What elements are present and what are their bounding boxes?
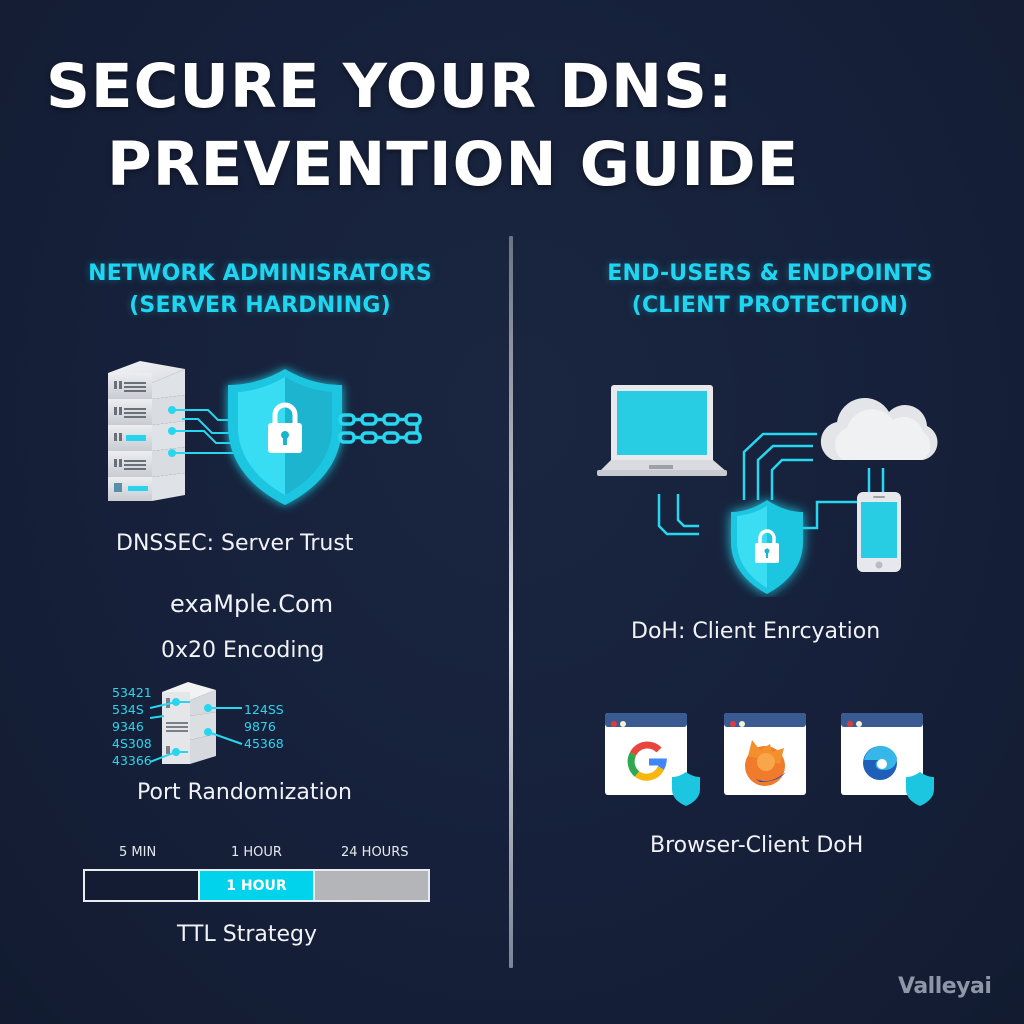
chain-icon xyxy=(338,413,422,444)
laptop-icon xyxy=(597,385,727,476)
browser-icons-row xyxy=(605,713,934,806)
left-section-heading: NETWORK ADMINISRATORS (SERVER HARDNING) xyxy=(40,258,480,322)
edge-icon xyxy=(863,745,897,780)
ttl-segment-24hours[interactable] xyxy=(315,871,428,900)
watermark-logo: Valleyai xyxy=(898,974,992,999)
encoding-caption: 0x20 Encoding xyxy=(161,638,325,663)
ttl-label-1hour: 1 HOUR xyxy=(231,845,282,860)
ttl-scale-labels: 5 MIN 1 HOUR 24 HOURS xyxy=(83,845,429,865)
port-number: 124SS xyxy=(244,702,284,717)
server-port-illustration xyxy=(150,682,243,764)
dnssec-caption: DNSSEC: Server Trust xyxy=(116,531,354,556)
right-heading-line-1: END-USERS & ENDPOINTS xyxy=(607,261,933,286)
port-number: 534S xyxy=(112,702,144,717)
shield-icon xyxy=(906,772,934,806)
google-g-icon xyxy=(627,741,667,781)
ttl-slider[interactable]: 1 HOUR xyxy=(83,869,430,902)
section-divider xyxy=(509,236,513,968)
port-number: 4S308 xyxy=(112,736,152,751)
shield-icon xyxy=(672,772,700,806)
ttl-caption: TTL Strategy xyxy=(177,922,318,947)
port-number: 45368 xyxy=(244,736,284,751)
port-number: 9876 xyxy=(244,719,276,734)
doh-illustration xyxy=(597,385,938,594)
cloud-icon xyxy=(820,397,938,460)
port-number: 53421 xyxy=(112,685,152,700)
ttl-label-24hours: 24 HOURS xyxy=(341,845,409,860)
browser-window-edge xyxy=(841,713,923,795)
ttl-segment-1hour-selected[interactable]: 1 HOUR xyxy=(200,871,315,900)
port-number: 9346 xyxy=(112,719,144,734)
left-heading-line-2: (SERVER HARDNING) xyxy=(129,293,391,318)
ttl-label-5min: 5 MIN xyxy=(119,845,157,860)
server-icon xyxy=(162,682,216,764)
browser-doh-caption: Browser-Client DoH xyxy=(650,833,864,858)
ttl-segment-5min[interactable] xyxy=(85,871,200,900)
server-stack-icon xyxy=(108,361,185,501)
left-heading-line-1: NETWORK ADMINISRATORS xyxy=(88,261,432,286)
encoding-example: exaMple.Com xyxy=(170,590,334,618)
doh-caption: DoH: Client Enrcyation xyxy=(631,619,881,644)
smartphone-icon xyxy=(857,492,901,572)
padlock-icon xyxy=(268,402,302,453)
page-title: SECURE YOUR DNS: PREVENTION GUIDE xyxy=(0,48,1024,204)
padlock-icon xyxy=(755,529,779,563)
right-section-heading: END-USERS & ENDPOINTS (CLIENT PROTECTION… xyxy=(560,258,980,322)
browser-window-firefox xyxy=(724,713,806,795)
title-line-2: PREVENTION GUIDE xyxy=(107,129,800,200)
right-heading-line-2: (CLIENT PROTECTION) xyxy=(631,293,909,318)
port-number: 43366 xyxy=(112,753,152,768)
dnssec-illustration xyxy=(108,361,422,505)
ports-left-list: 53421 534S 9346 4S308 43366 xyxy=(112,684,152,769)
ports-right-list: 124SS 9876 45368 xyxy=(244,701,284,752)
browser-window-chrome xyxy=(605,713,687,795)
firefox-icon xyxy=(745,740,786,786)
title-line-1: SECURE YOUR DNS: xyxy=(46,51,734,122)
port-randomization-caption: Port Randomization xyxy=(137,780,352,805)
